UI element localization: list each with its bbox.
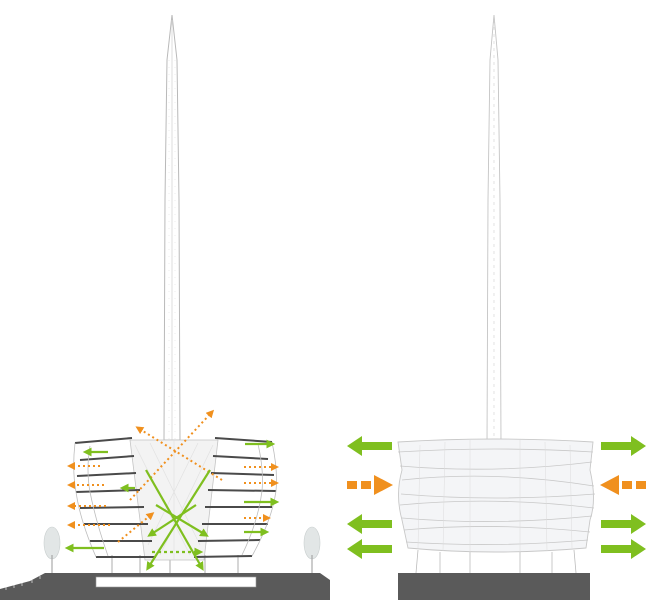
section-right-facade	[241, 441, 277, 557]
section-legs	[111, 555, 239, 573]
elevation-body	[397, 438, 596, 553]
tree-right	[303, 526, 321, 580]
elevation-spire	[486, 14, 502, 446]
green-arrow-left-top	[347, 436, 392, 456]
elevation-ground	[398, 573, 590, 600]
green-arrow-left-mid	[347, 514, 392, 534]
green-arrow-right-mid	[601, 514, 646, 534]
section-spire	[163, 14, 181, 441]
green-arrow-left-low	[347, 539, 392, 559]
section-green-outflow	[64, 439, 280, 553]
elevation-view	[347, 14, 646, 600]
section-left-facade	[73, 442, 109, 558]
elevation-green-arrows	[347, 436, 646, 559]
elevation-legs	[415, 549, 577, 574]
basement-void	[95, 576, 257, 588]
green-arrow-right-top	[601, 436, 646, 456]
section-ground	[0, 573, 330, 600]
section-green-cross	[145, 469, 211, 571]
green-arrow-right-low	[601, 539, 646, 559]
section-left-wing	[74, 437, 156, 558]
tree-left	[43, 526, 61, 580]
orange-arrow-right	[600, 475, 646, 495]
section-view	[0, 14, 330, 600]
orange-arrow-left	[347, 475, 393, 495]
section-right-wing	[193, 437, 277, 558]
elevation-orange-arrows	[347, 475, 646, 495]
